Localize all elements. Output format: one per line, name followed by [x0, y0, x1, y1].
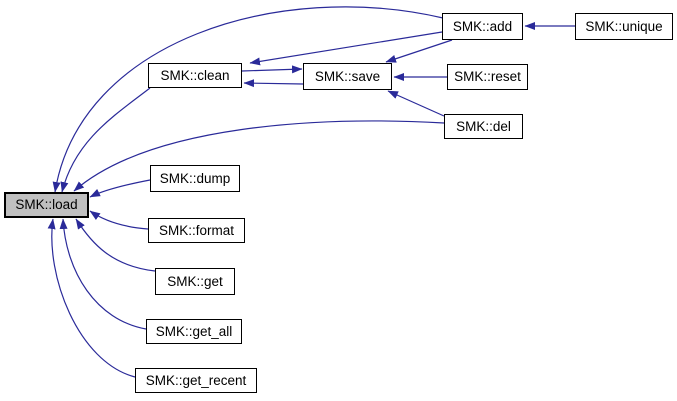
node-get_all[interactable]: SMK::get_all — [146, 319, 242, 344]
edge-layer — [47, 6, 575, 378]
edge-clean-to-load — [60, 87, 151, 193]
edge-get-to-load — [75, 218, 156, 272]
node-load: SMK::load — [4, 192, 89, 218]
node-format[interactable]: SMK::format — [148, 218, 245, 243]
edge-save-to-clean — [243, 79, 304, 88]
edge-add-to-clean — [249, 31, 443, 66]
node-unique[interactable]: SMK::unique — [575, 13, 673, 40]
node-save[interactable]: SMK::save — [303, 63, 392, 90]
edge-clean-to-save — [241, 65, 303, 74]
edge-get_recent-to-load — [47, 218, 136, 378]
edge-add-to-save — [385, 39, 453, 63]
node-clean[interactable]: SMK::clean — [148, 63, 242, 88]
edge-del-to-save — [387, 90, 445, 117]
node-del[interactable]: SMK::del — [444, 114, 523, 139]
node-reset[interactable]: SMK::reset — [447, 64, 528, 90]
edge-del-to-load — [73, 120, 445, 192]
node-dump[interactable]: SMK::dump — [150, 165, 240, 192]
edge-add-to-load — [52, 6, 444, 193]
node-get[interactable]: SMK::get — [155, 268, 235, 295]
edge-get_all-to-load — [59, 218, 147, 330]
node-add[interactable]: SMK::add — [442, 13, 523, 40]
edge-dump-to-load — [89, 179, 151, 198]
node-get_recent[interactable]: SMK::get_recent — [135, 368, 257, 393]
edge-format-to-load — [89, 210, 149, 230]
